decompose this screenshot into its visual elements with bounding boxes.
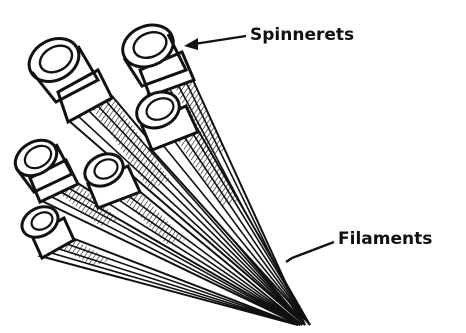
filaments-leader-line — [292, 242, 334, 258]
spinnerets-callout: Spinnerets — [184, 25, 354, 50]
filaments-callout: Filaments — [286, 229, 432, 262]
filaments-label: Filaments — [338, 229, 432, 249]
spinnerets-leader-line — [194, 36, 246, 44]
filaments-leader-tail — [286, 258, 292, 262]
spinnerets-label: Spinnerets — [250, 25, 354, 45]
spinneret-b — [116, 18, 194, 96]
spinnerets-arrowhead — [184, 38, 198, 50]
